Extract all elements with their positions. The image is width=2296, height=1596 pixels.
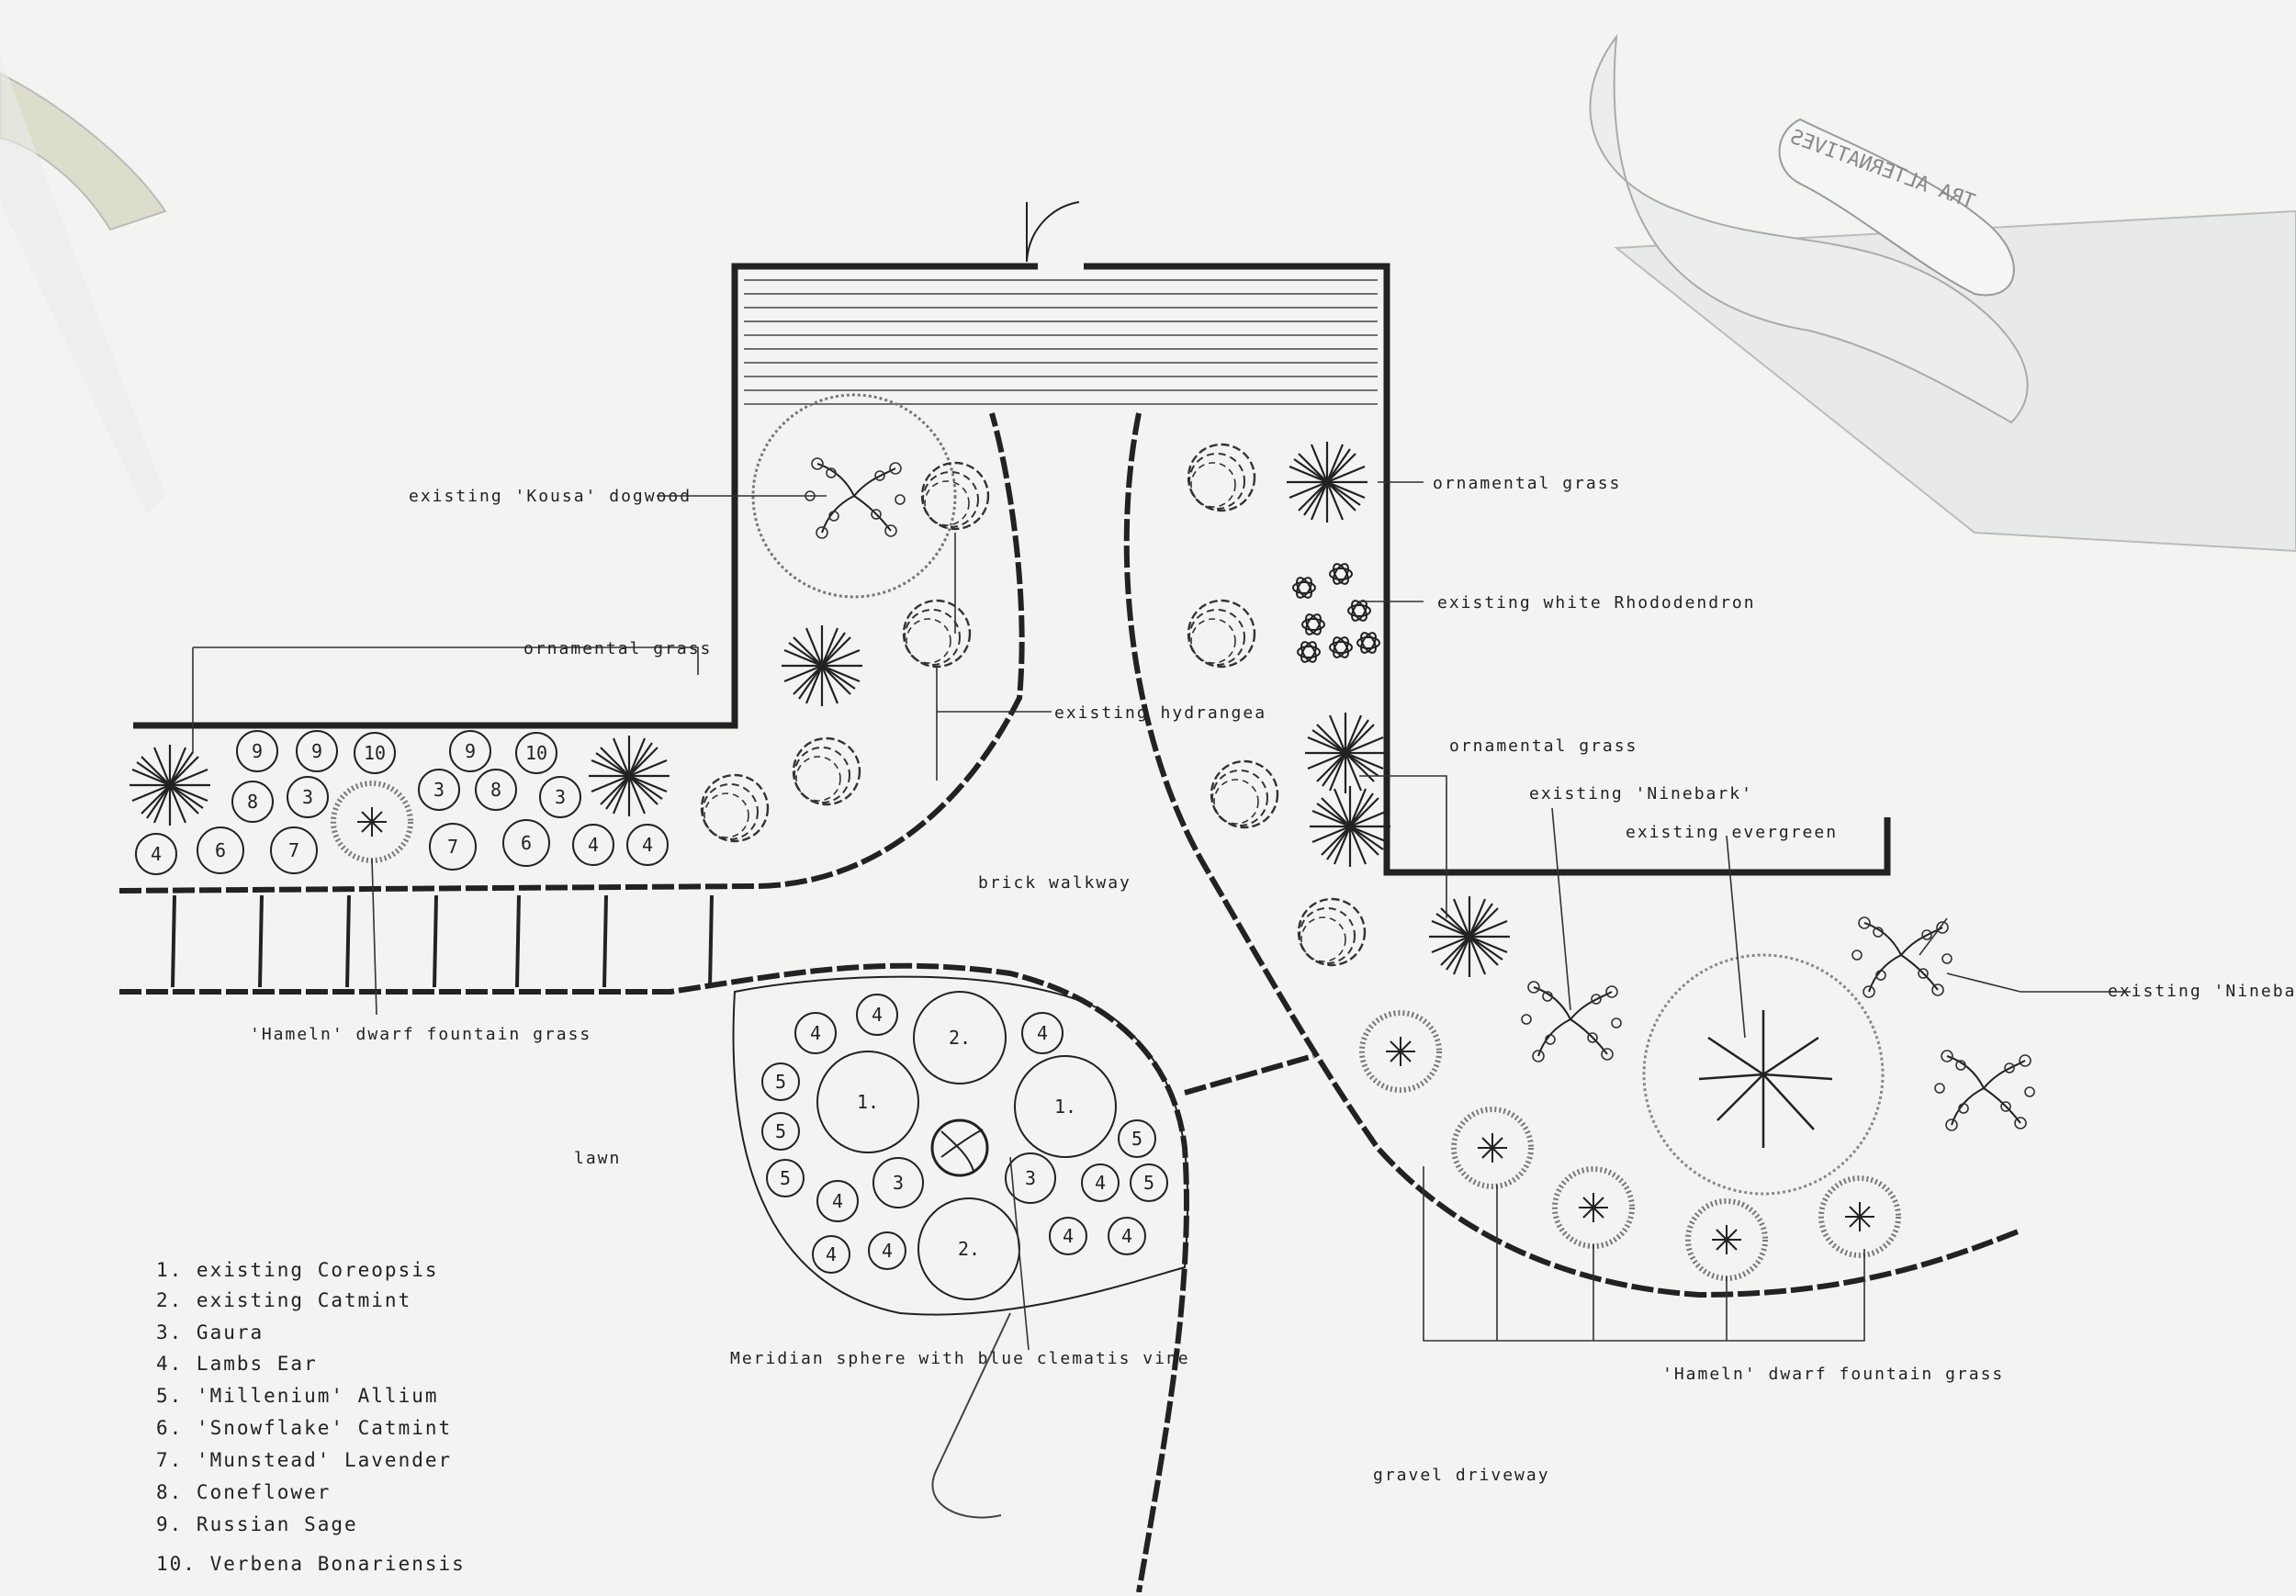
bed-num: 7 xyxy=(288,839,299,861)
label-hydrangea: existing hydrangea xyxy=(1054,703,1266,723)
bed-num: 1. xyxy=(857,1091,879,1113)
round-bed xyxy=(732,975,1189,1519)
bed-num: 3 xyxy=(302,786,313,808)
bed-num: 4 xyxy=(810,1022,821,1044)
bed-num: 1. xyxy=(1054,1096,1076,1118)
bed-num: 5 xyxy=(1131,1128,1142,1150)
bed-num: 9 xyxy=(311,740,322,762)
paper-roll xyxy=(0,55,167,514)
bed-num: 4 xyxy=(151,843,162,865)
label-driveway: gravel driveway xyxy=(1373,1466,1550,1485)
leader-lines xyxy=(192,481,2131,1351)
legend-item: 6. 'Snowflake' Catmint xyxy=(156,1417,452,1439)
label-ninebark-1: existing 'Ninebark' xyxy=(1529,784,1753,804)
bed-num: 2. xyxy=(949,1027,971,1049)
legend-item: 1. existing Coreopsis xyxy=(156,1259,439,1281)
bed-num: 4 xyxy=(872,1004,883,1026)
ninebarks xyxy=(1521,916,2035,1131)
bed-num: 4 xyxy=(1063,1225,1074,1247)
legend-item: 7. 'Munstead' Lavender xyxy=(156,1449,452,1471)
kousa-dogwood xyxy=(751,393,957,599)
legend-item: 5. 'Millenium' Allium xyxy=(156,1385,439,1407)
bed-num: 6 xyxy=(521,832,532,854)
bed-num: 3 xyxy=(893,1172,904,1194)
bed-num: 9 xyxy=(252,740,263,762)
label-orn-grass-mid: ornamental grass xyxy=(1449,736,1638,756)
ornamental-grasses xyxy=(128,440,1512,979)
bed-num: 5 xyxy=(775,1071,786,1093)
rhododendron xyxy=(1292,560,1380,666)
bed-num: 5 xyxy=(780,1167,791,1189)
legend-item: 4. Lambs Ear xyxy=(156,1353,318,1375)
bed-num: 2. xyxy=(958,1238,980,1260)
label-hameln-right: 'Hameln' dwarf fountain grass xyxy=(1662,1365,2004,1384)
existing-evergreen xyxy=(1642,953,1885,1196)
bed-num: 4 xyxy=(588,834,599,856)
drafting-curve-tool: TRA ALTERNATIVES xyxy=(1589,33,2296,553)
bed-num: 4 xyxy=(826,1243,837,1265)
label-rhododendron: existing white Rhododendron xyxy=(1437,593,1756,613)
bed-num: 10 xyxy=(525,742,547,764)
bed-num: 10 xyxy=(364,742,386,764)
deck xyxy=(744,279,1378,405)
bed-num: 8 xyxy=(247,791,258,813)
label-hameln-left: 'Hameln' dwarf fountain grass xyxy=(250,1025,591,1044)
bed-num: 4 xyxy=(832,1190,843,1212)
bed-num: 4 xyxy=(1121,1225,1132,1247)
bed-num: 7 xyxy=(447,836,458,858)
bed-num: 3 xyxy=(1025,1167,1036,1189)
label-orn-grass-left: ornamental grass xyxy=(523,639,712,658)
bed-num: 3 xyxy=(555,786,566,808)
legend-item: 10. Verbena Bonariensis xyxy=(156,1553,466,1575)
bed-num: 4 xyxy=(882,1240,893,1262)
label-ninebark-2: existing 'Ninebark' xyxy=(2108,982,2296,1001)
bed-num: 4 xyxy=(642,834,653,856)
brick-walkway-edges xyxy=(118,412,2022,1593)
bed-num: 4 xyxy=(1037,1022,1048,1044)
house-outline xyxy=(133,201,1891,876)
bed-num: 6 xyxy=(215,839,226,861)
left-bed-plants: 9 9 10 9 10 8 3 3 8 3 4 6 7 7 6 4 4 xyxy=(135,730,669,875)
legend-item: 8. Coneflower xyxy=(156,1481,331,1503)
bed-num: 8 xyxy=(490,779,501,801)
bed-num: 5 xyxy=(775,1120,786,1142)
legend-item: 3. Gaura xyxy=(156,1321,264,1343)
bed-num: 4 xyxy=(1095,1172,1106,1194)
legend-item: 2. existing Catmint xyxy=(156,1289,411,1311)
label-kousa: existing 'Kousa' dogwood xyxy=(409,487,692,506)
bed-num: 5 xyxy=(1143,1172,1154,1194)
label-meridian: Meridian sphere with blue clematis vine xyxy=(730,1349,1190,1368)
label-orn-grass-top: ornamental grass xyxy=(1433,474,1621,493)
label-evergreen: existing evergreen xyxy=(1626,823,1838,842)
legend-item: 9. Russian Sage xyxy=(156,1513,358,1535)
plant-legend: 1. existing Coreopsis 2. existing Catmin… xyxy=(156,1259,466,1575)
bed-num: 3 xyxy=(433,779,445,801)
label-brick-walkway: brick walkway xyxy=(978,873,1131,893)
label-lawn: lawn xyxy=(574,1149,621,1168)
bed-num: 9 xyxy=(465,740,476,762)
round-bed-plants: 4 2. 4 4 5 1. 1. 5 5 5 3 3 4 5 4 2. 4 4 … xyxy=(761,991,1168,1300)
